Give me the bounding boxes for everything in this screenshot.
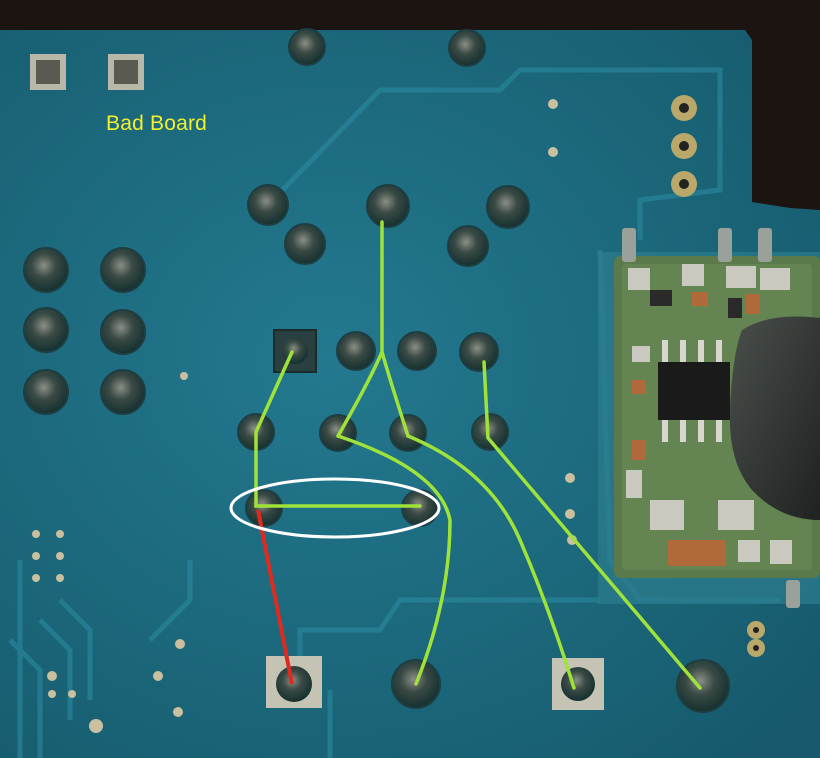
header-holes — [671, 95, 765, 657]
power-module — [598, 228, 820, 608]
vias — [32, 99, 577, 733]
through-hole-pads — [23, 28, 730, 713]
top-square-pads — [30, 54, 144, 90]
highlight-ellipse — [229, 477, 441, 539]
caption-label: Bad Board — [106, 112, 208, 135]
green-wires — [254, 220, 702, 690]
red-wire — [256, 509, 294, 685]
